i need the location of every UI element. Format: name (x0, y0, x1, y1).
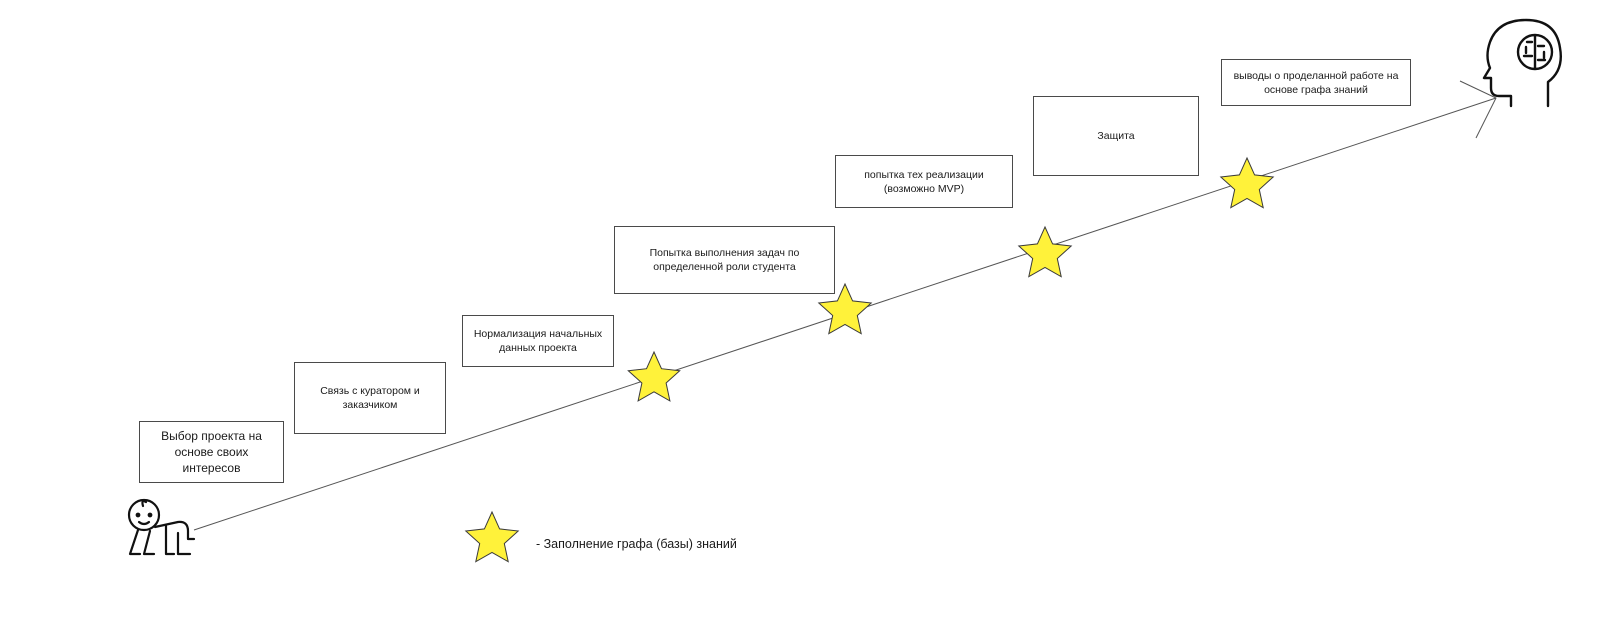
star-icon (1017, 225, 1073, 278)
step-box-7: выводы о проделанной работе на основе гр… (1221, 59, 1411, 106)
step-box-3: Нормализация начальных данных проекта (462, 315, 614, 367)
step-box-4: Попытка выполнения задач по определенной… (614, 226, 835, 294)
star-icon (817, 282, 873, 335)
star-icon (627, 350, 681, 402)
progress-arrowhead (1459, 80, 1497, 139)
crawling-baby-icon (127, 498, 196, 556)
legend-label: - Заполнение графа (базы) знаний (536, 537, 737, 551)
step-box-1: Выбор проекта на основе своих интересов (139, 421, 284, 483)
step-box-5: попытка тех реализации (возможно MVP) (835, 155, 1013, 208)
head-brain-icon (1482, 18, 1562, 108)
step-box-6: Защита (1033, 96, 1199, 176)
star-icon (1219, 156, 1275, 209)
step-box-2: Связь с куратором и заказчиком (294, 362, 446, 434)
legend-star-icon (464, 510, 520, 563)
